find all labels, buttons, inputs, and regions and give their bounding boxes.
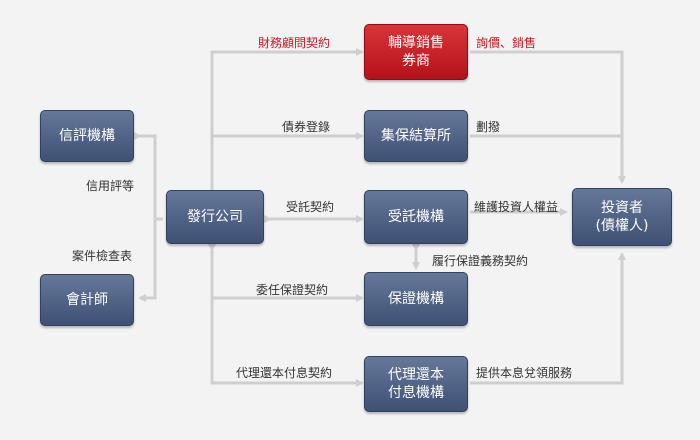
label-trust-contract: 受託契約: [286, 200, 335, 214]
node-depository: 集保結算所: [364, 110, 468, 162]
node-issuer: 發行公司: [166, 190, 264, 244]
node-trustee: 受託機構: [364, 190, 468, 244]
node-broker-label: 輔導銷售 券商: [388, 35, 444, 69]
node-broker: 輔導銷售 券商: [364, 24, 468, 80]
label-inquiry-sales: 詢價、銷售: [476, 36, 537, 50]
node-depository-label: 集保結算所: [381, 128, 451, 144]
node-rating-agency: 信評機構: [40, 110, 134, 162]
node-guarantor-label: 保證機構: [388, 291, 444, 307]
connector-rating-accountant: [134, 132, 157, 302]
label-payment-service: 提供本息兌領服務: [476, 366, 573, 380]
node-investor-label: 投資者 (債權人): [595, 200, 649, 234]
node-rating-agency-label: 信評機構: [59, 128, 115, 144]
node-trustee-label: 受託機構: [388, 209, 444, 225]
label-case-review: 案件檢查表: [72, 249, 133, 263]
label-financial-advisory: 財務顧問契約: [258, 36, 331, 50]
label-credit-rating: 信用評等: [86, 179, 135, 193]
connector-broker-investor: [470, 50, 626, 184]
label-guarantee-obligation: 履行保證義務契約: [432, 254, 529, 268]
node-paying-agent: 代理還本 付息機構: [364, 356, 468, 412]
label-bond-registration: 債券登錄: [282, 120, 331, 134]
connector-paying-investor: [470, 252, 626, 385]
node-accountant: 會計師: [40, 274, 134, 326]
connector-issuer-paying-agent: [208, 244, 364, 387]
label-transfer: 劃撥: [476, 120, 501, 134]
node-paying-agent-label: 代理還本 付息機構: [388, 367, 444, 401]
node-accountant-label: 會計師: [66, 292, 108, 308]
label-protect-investor: 維護投資人權益: [474, 200, 559, 214]
node-issuer-label: 發行公司: [187, 209, 243, 225]
node-investor: 投資者 (債權人): [572, 188, 672, 246]
label-paying-agent-contract: 代理還本付息契約: [236, 366, 333, 380]
label-guarantee-contract: 委任保證契約: [256, 283, 329, 297]
connector-issuer-broker: [210, 48, 364, 190]
node-guarantor: 保證機構: [364, 272, 468, 326]
